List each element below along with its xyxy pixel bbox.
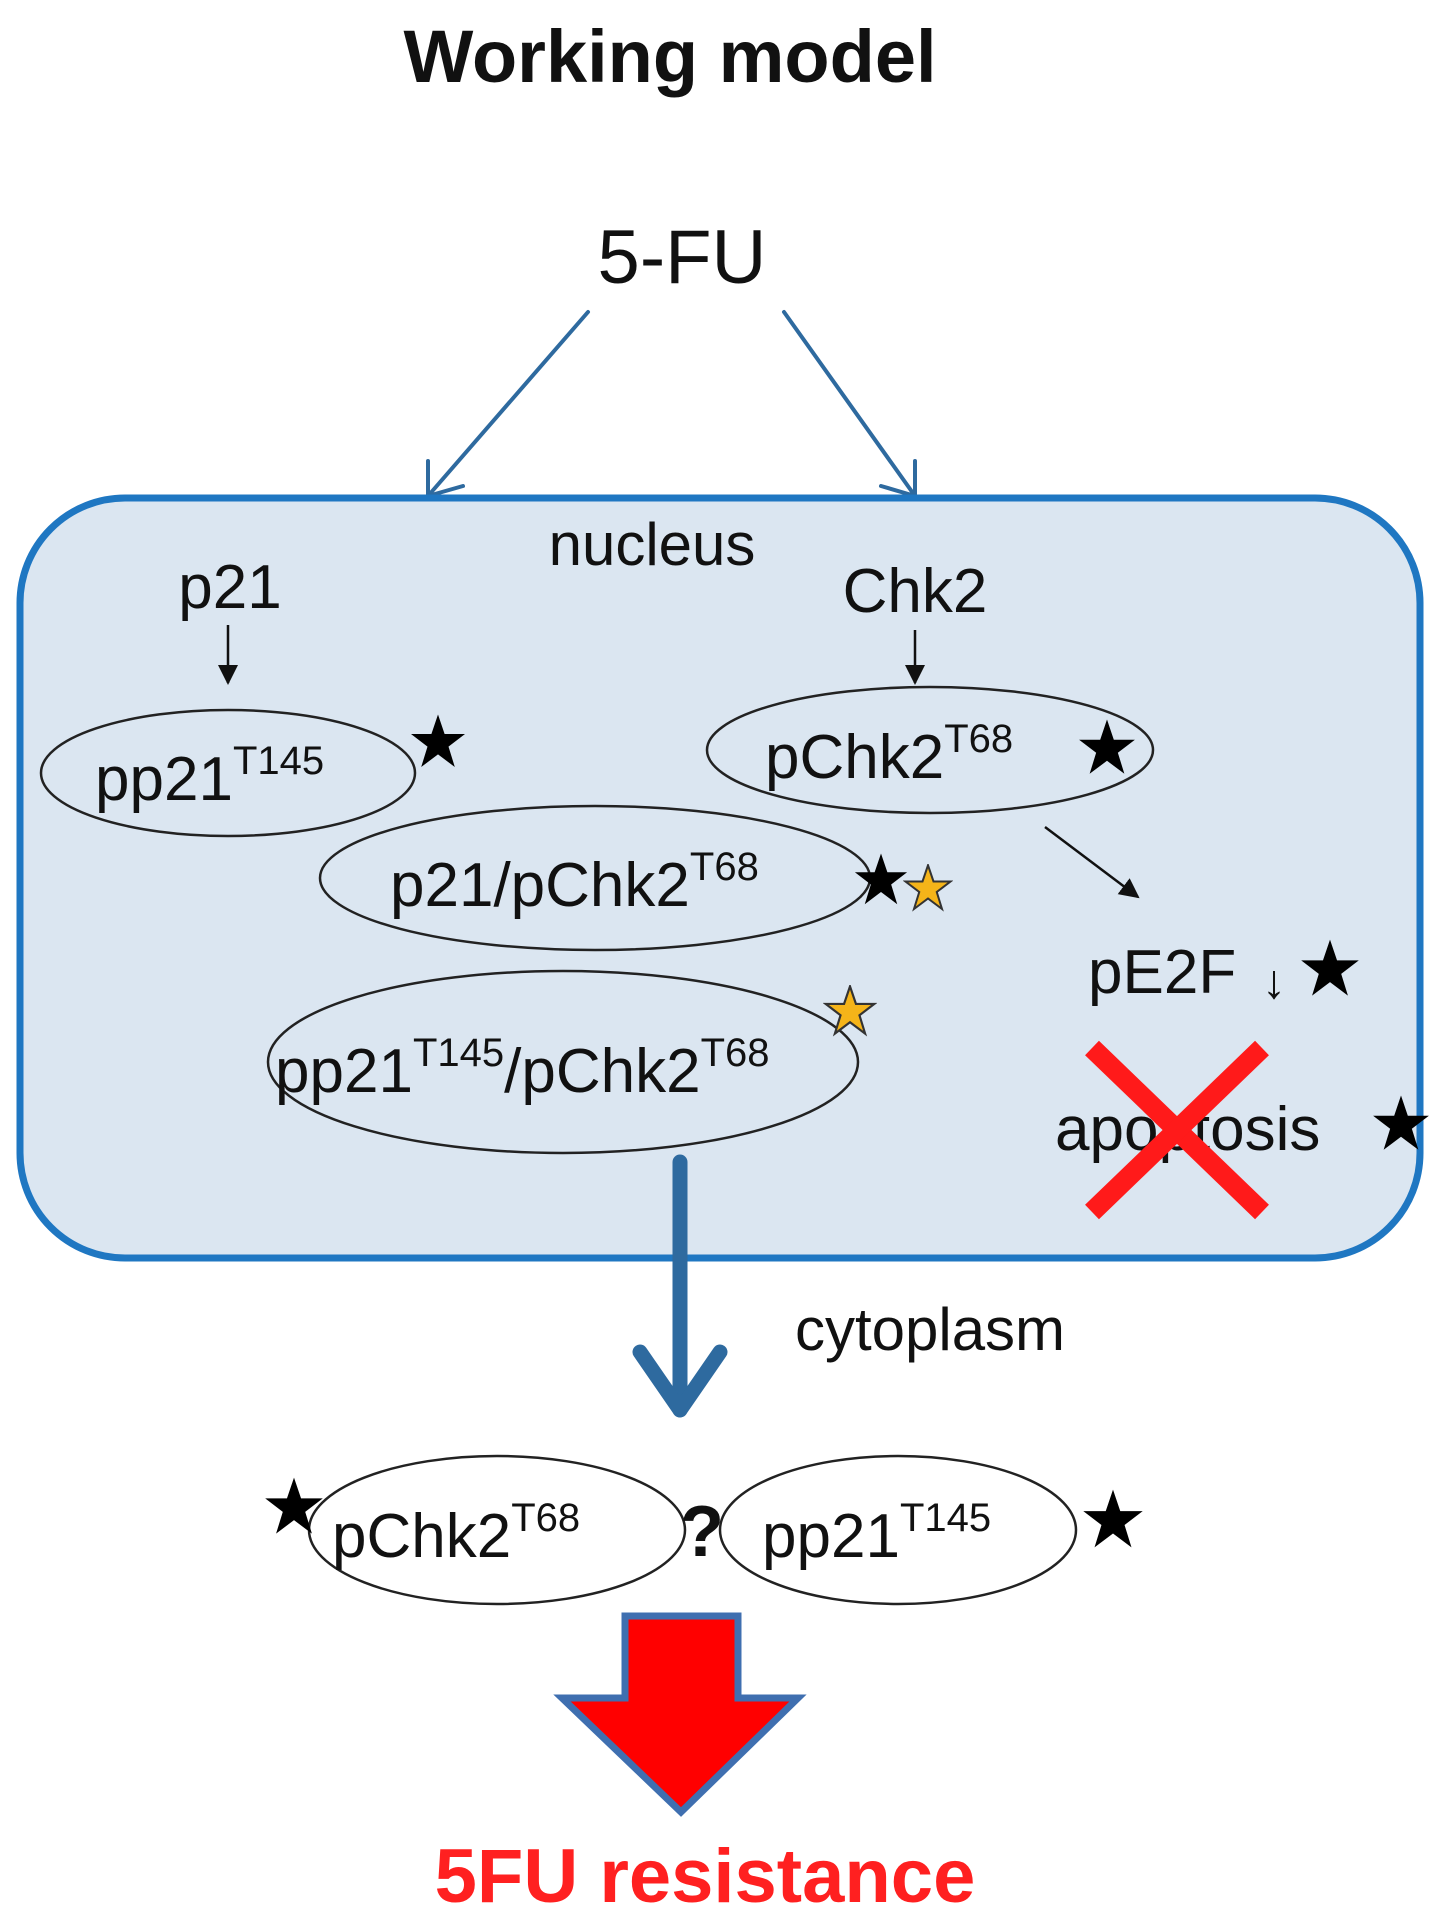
cyto-pchk2-star-icon [265, 1477, 323, 1534]
complex2-ellipse [266, 969, 860, 1155]
drug-arrow-right [782, 310, 917, 498]
cytoplasm-label: cytoplasm [795, 1296, 1065, 1363]
question-mark: ? [680, 1492, 724, 1572]
export-arrow [632, 1154, 728, 1418]
apoptosis-block-cross-icon [1085, 1040, 1269, 1220]
pchk2-ellipse [705, 685, 1155, 815]
cross-line-2 [1085, 1040, 1269, 1220]
nucleus-box [16, 494, 1424, 1262]
drug-arrows [426, 310, 917, 499]
pchk2-to-pe2f-arrow [1044, 826, 1140, 899]
nucleus-label: nucleus [549, 511, 756, 578]
outcome-label: 5FU resistance [435, 1834, 976, 1915]
cyto-pp21-ellipse [718, 1454, 1078, 1606]
pp21-ellipse [39, 708, 417, 838]
p21-label: p21 [178, 553, 281, 622]
drug-arrow-left [426, 310, 590, 498]
drug-label: 5-FU [598, 215, 767, 300]
pe2f-label: pE2F [1088, 938, 1236, 1007]
export-arrow-head [632, 1344, 728, 1418]
chk2-label: Chk2 [843, 557, 988, 626]
big-down-arrow-icon [553, 1612, 807, 1817]
pe2f-down-arrow: ↓ [1262, 956, 1286, 1009]
cyto-pp21-star-icon [1083, 1489, 1143, 1548]
cyto-pchk2-label: pChk2T68 [332, 1496, 580, 1571]
complex1-label: p21/pChk2T68 [390, 845, 759, 920]
complex2-label: pp21T145/pChk2T68 [275, 1031, 770, 1106]
pp21-label: pp21T145 [95, 739, 324, 814]
cyto-pp21-label: pp21T145 [762, 1496, 991, 1571]
pchk2-label: pChk2T68 [765, 717, 1013, 792]
page-title: Working model [403, 15, 936, 98]
